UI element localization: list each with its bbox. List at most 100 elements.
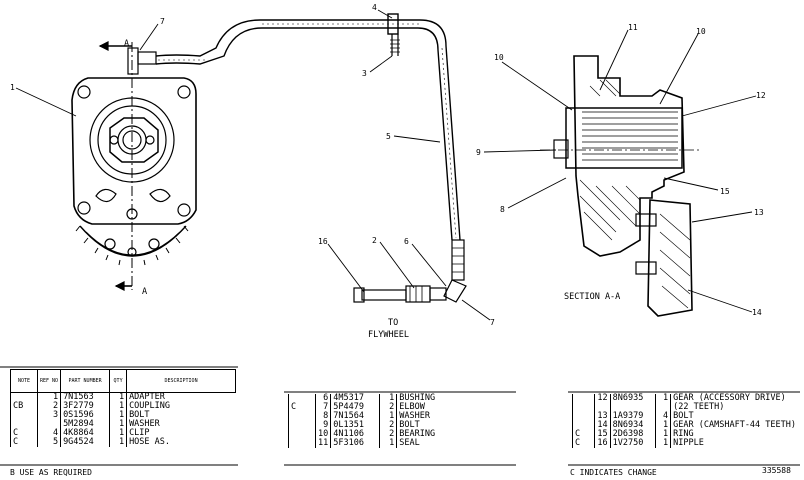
section-caption: SECTION A-A (564, 292, 620, 302)
callout-13: 13 (754, 208, 764, 217)
cell-note (288, 394, 316, 403)
cell-note (571, 412, 595, 421)
callout-1: 1 (10, 83, 15, 92)
cell-part: 1A9379 (609, 412, 656, 421)
callout-7-bottom: 7 (490, 318, 495, 327)
cell-note: C (571, 439, 595, 448)
header-part: PART NUMBER (60, 369, 111, 393)
header-desc: DESCRIPTION (126, 369, 236, 393)
cell-qty: 4 (655, 412, 671, 421)
cell-part: 9G4524 (60, 438, 110, 447)
callout-4: 4 (372, 3, 377, 12)
cell-part: 5M2894 (60, 420, 110, 429)
callout-labels: 1 7 4 3 5 9 8 10 11 10 12 15 13 14 16 2 … (10, 3, 766, 340)
cell-desc: WASHER (396, 412, 514, 421)
cell-desc: ELBOW (396, 403, 514, 412)
cell-qty: 1 (655, 421, 671, 430)
cell-ref (36, 420, 61, 429)
cell-desc: RING (670, 430, 798, 439)
cell-note: C (288, 403, 316, 412)
cell-part: 4K8864 (60, 429, 110, 438)
cell-note (10, 392, 38, 402)
callout-10-left: 10 (494, 53, 504, 62)
callout-9: 9 (476, 148, 481, 157)
footer-note-right: C INDICATES CHANGE (570, 468, 657, 477)
cell-desc: BOLT (670, 412, 798, 421)
cell-ref: 1 (36, 392, 61, 402)
table-frames (0, 366, 800, 466)
cell-qty: 1 (655, 430, 671, 439)
callout-15: 15 (720, 187, 730, 196)
cell-ref: 5 (36, 438, 61, 447)
cell-note (10, 420, 38, 429)
cell-desc: ADAPTER (126, 392, 236, 402)
to-flywheel-label-1: TO (388, 318, 398, 328)
cell-qty: 1 (109, 438, 127, 447)
cell-note (10, 411, 38, 420)
cell-desc: COUPLING (126, 402, 236, 411)
cell-note: C (10, 438, 38, 447)
cell-qty: 1 (655, 394, 671, 403)
cell-desc: WASHER (126, 420, 236, 429)
cell-desc: (22 TEETH) (670, 403, 798, 412)
to-flywheel-label-2: FLYWHEEL (368, 330, 409, 340)
cell-qty: 1 (655, 439, 671, 448)
cell-ref: 15 (594, 430, 611, 439)
cell-part: 3F2779 (60, 402, 110, 411)
cell-part: 2D6398 (609, 430, 656, 439)
cell-qty: 2 (379, 403, 397, 412)
callout-7-top: 7 (160, 17, 165, 26)
cell-ref: 10 (314, 430, 331, 439)
cell-note: C (571, 430, 595, 439)
callout-3: 3 (362, 69, 367, 78)
adapter-assembly (71, 41, 197, 291)
cell-part: 4N1106 (330, 430, 380, 439)
cell-qty: 1 (379, 412, 397, 421)
cell-qty: 1 (109, 411, 127, 420)
cell-note: C (10, 429, 38, 438)
callout-10-right: 10 (696, 27, 706, 36)
cell-desc: BEARING (396, 430, 514, 439)
cell-qty: 2 (379, 430, 397, 439)
cell-qty: 1 (109, 392, 127, 402)
cell-qty (655, 403, 671, 412)
cell-note (571, 394, 595, 403)
cell-part: 5F3106 (330, 439, 380, 448)
cell-ref: 3 (36, 411, 61, 420)
section-arrow-label-top: A (124, 39, 129, 49)
cell-part: 1V2750 (609, 439, 656, 448)
cell-ref: 7 (314, 403, 331, 412)
cell-ref: 11 (314, 439, 331, 448)
cell-desc: GEAR (CAMSHAFT-44 TEETH) (670, 421, 798, 430)
callout-5: 5 (386, 132, 391, 141)
cell-part: 5P4479 (330, 403, 380, 412)
section-arrow-label-bottom: A (142, 287, 147, 297)
parts-table-left: NOTE REF NO PART NUMBER QTY DESCRIPTION … (10, 369, 236, 447)
cell-note (288, 430, 316, 439)
cell-part: 8N6935 (609, 394, 656, 403)
cell-ref: 9 (314, 421, 331, 430)
cell-qty: 1 (109, 402, 127, 411)
cell-part (609, 403, 656, 412)
cell-desc: CLIP (126, 429, 236, 438)
cell-desc: BUSHING (396, 394, 514, 403)
cell-desc: HOSE AS. (126, 438, 236, 447)
table-row: (22 TEETH) (571, 403, 798, 412)
header-ref: REF NO (36, 369, 62, 393)
cell-note (288, 439, 316, 448)
cell-part: 0L1351 (330, 421, 380, 430)
